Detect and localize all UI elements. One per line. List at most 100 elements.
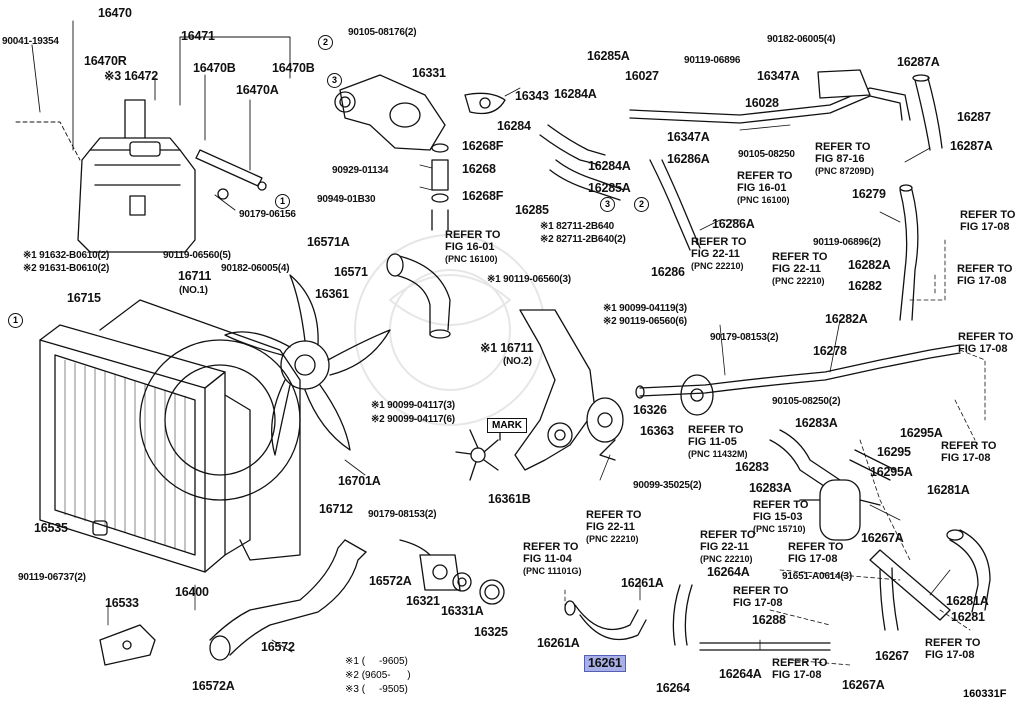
part-label: 90099-35025(2) bbox=[633, 480, 702, 491]
part-label: 16571 bbox=[334, 265, 368, 279]
thermostat-16331A bbox=[452, 572, 472, 592]
part-16470A bbox=[195, 149, 267, 200]
part-label: ※1 16711 bbox=[480, 341, 534, 355]
callout-circle: 1 bbox=[8, 313, 23, 328]
hose-16281 bbox=[946, 529, 991, 613]
part-label: 90949-01B30 bbox=[317, 194, 376, 205]
part-label: 90119-06896 bbox=[684, 55, 741, 66]
part-label: 90929-01134 bbox=[332, 165, 389, 176]
part-label: 16343 bbox=[515, 89, 549, 103]
part-label: 16282 bbox=[848, 279, 882, 293]
footnote: ※1 ( -9605) bbox=[345, 656, 408, 667]
part-label: 90041-19354 bbox=[2, 36, 59, 47]
part-16343 bbox=[464, 92, 506, 115]
callout-circle: 2 bbox=[634, 197, 649, 212]
part-label: 16287A bbox=[897, 55, 940, 69]
part-label: 16281 bbox=[951, 610, 985, 624]
part-label: 16325 bbox=[474, 625, 508, 639]
part-label: ※2 90099-04117(6) bbox=[371, 414, 455, 425]
part-label: 16701A bbox=[338, 474, 381, 488]
part-label: 90182-06005(4) bbox=[221, 263, 290, 274]
part-label: 16287A bbox=[950, 139, 993, 153]
part-label: 16268F bbox=[462, 189, 504, 203]
part-label: 16285A bbox=[588, 181, 631, 195]
part-label: (NO.2) bbox=[503, 356, 532, 367]
part-label: 91651-A0614(3) bbox=[782, 571, 853, 582]
footnote: ※3 ( -9505) bbox=[345, 684, 408, 695]
callout-circle: 3 bbox=[327, 73, 342, 88]
tank-15710 bbox=[799, 479, 881, 541]
part-label: 16268F bbox=[462, 139, 504, 153]
part-label: 16572 bbox=[261, 640, 295, 654]
fan-shroud bbox=[99, 299, 301, 561]
callout-circle: 1 bbox=[275, 194, 290, 209]
part-label: 16295 bbox=[877, 445, 911, 459]
part-label: 16264A bbox=[707, 565, 750, 579]
part-label: 90119-06560(5) bbox=[163, 250, 231, 261]
figure-code: 160331F bbox=[963, 688, 1007, 700]
leaders-top-left bbox=[15, 20, 291, 211]
part-label: 16284A bbox=[588, 159, 631, 173]
part-label: 16326 bbox=[633, 403, 667, 417]
callout-circle: 2 bbox=[318, 35, 333, 50]
bracket-16711-no2 bbox=[514, 309, 596, 471]
cushion-16535 bbox=[92, 520, 108, 536]
part-label: 16470B bbox=[272, 61, 315, 75]
part-label: 16264A bbox=[719, 667, 762, 681]
part-label: ※1 90099-04117(3) bbox=[371, 400, 455, 411]
part-label: 16284A bbox=[554, 87, 597, 101]
part-label: 16288 bbox=[752, 613, 786, 627]
inlet-16321 bbox=[399, 539, 461, 591]
part-label: 16261A bbox=[537, 636, 580, 650]
part-label: 16361B bbox=[488, 492, 531, 506]
part-label: 16282A bbox=[848, 258, 891, 272]
part-label: 16572A bbox=[369, 574, 412, 588]
hose-16264 bbox=[672, 584, 831, 651]
part-label: 16295A bbox=[870, 465, 913, 479]
part-label: 16572A bbox=[192, 679, 235, 693]
part-label: ※1 82711-2B640 bbox=[540, 221, 614, 232]
part-label: 90105-08176(2) bbox=[348, 27, 417, 38]
part-label: 16282A bbox=[825, 312, 868, 326]
part-label: 16470 bbox=[98, 6, 132, 20]
part-label: ※1 90099-04119(3) bbox=[603, 303, 687, 314]
part-label: 16321 bbox=[406, 594, 440, 608]
part-label: 16347A bbox=[757, 69, 800, 83]
part-label: 16027 bbox=[625, 69, 659, 83]
part-label: (NO.1) bbox=[179, 285, 208, 296]
cooling-fan bbox=[224, 274, 391, 456]
part-label: 16286 bbox=[651, 265, 685, 279]
part-label: ※2 91631-B0610(2) bbox=[23, 263, 110, 274]
hose-16287 bbox=[912, 74, 943, 151]
part-label-highlighted[interactable]: 16261 bbox=[584, 655, 626, 672]
part-label: 16363 bbox=[640, 424, 674, 438]
part-label: 16470R bbox=[84, 54, 127, 68]
part-label: 16295A bbox=[900, 426, 943, 440]
part-label: 16712 bbox=[319, 502, 353, 516]
part-label: 16471 bbox=[181, 29, 215, 43]
hose-16267 bbox=[869, 549, 951, 631]
part-label: 16286A bbox=[712, 217, 755, 231]
upper-hose-16571 bbox=[386, 253, 451, 339]
part-label: 16711 bbox=[178, 269, 212, 283]
part-label: 16268 bbox=[462, 162, 496, 176]
